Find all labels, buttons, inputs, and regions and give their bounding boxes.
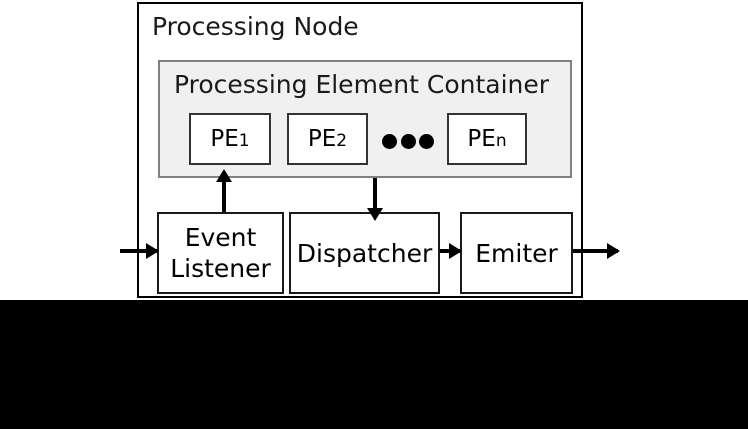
arrow-emiter-to-output — [573, 243, 620, 259]
processing-element-pe2[interactable]: PE2 — [287, 113, 368, 165]
black-band — [0, 300, 748, 429]
pe2-base: PE — [307, 126, 337, 152]
pe2-subscript: 2 — [336, 131, 348, 151]
arrow-dispatcher-to-emiter — [440, 243, 462, 259]
processing-element-pe2-label: PE2 — [308, 126, 347, 152]
arrow-container-to-dispatcher — [367, 178, 383, 221]
ellipsis-dot-icon — [400, 133, 416, 149]
component-dispatcher-label: Dispatcher — [296, 238, 433, 268]
arrowhead-right-icon — [449, 243, 462, 259]
processing-element-pen-label: PEn — [467, 126, 506, 152]
processing-element-pen[interactable]: PEn — [447, 113, 527, 165]
pe1-subscript: 1 — [238, 131, 250, 151]
ellipsis-dot-icon — [382, 133, 397, 149]
component-emiter-label: Emiter — [475, 238, 558, 268]
pe1-base: PE — [210, 126, 239, 152]
arrowhead-down-icon — [367, 208, 383, 221]
arrow-input-to-event-listener — [120, 243, 159, 259]
processing-element-pe1-label: PE1 — [210, 126, 249, 152]
arrowhead-right-icon — [607, 243, 620, 259]
pen-base: PE — [467, 126, 496, 152]
arrow-event-listener-to-container — [216, 169, 232, 212]
ellipsis-dot-icon — [419, 133, 434, 149]
component-dispatcher[interactable]: Dispatcher — [289, 212, 440, 294]
arrowhead-right-icon — [146, 243, 159, 259]
processing-element-pe1[interactable]: PE1 — [189, 113, 271, 165]
pen-subscript: n — [495, 131, 507, 151]
arrowhead-up-icon — [216, 169, 232, 182]
event-listener-line2: Listener — [170, 254, 271, 283]
processing-node-title: Processing Node — [152, 12, 359, 41]
processing-element-container-title: Processing Element Container — [174, 70, 550, 99]
ellipsis-indicator — [382, 131, 434, 151]
event-listener-line1: Event — [184, 223, 257, 252]
component-emiter[interactable]: Emiter — [460, 212, 573, 294]
